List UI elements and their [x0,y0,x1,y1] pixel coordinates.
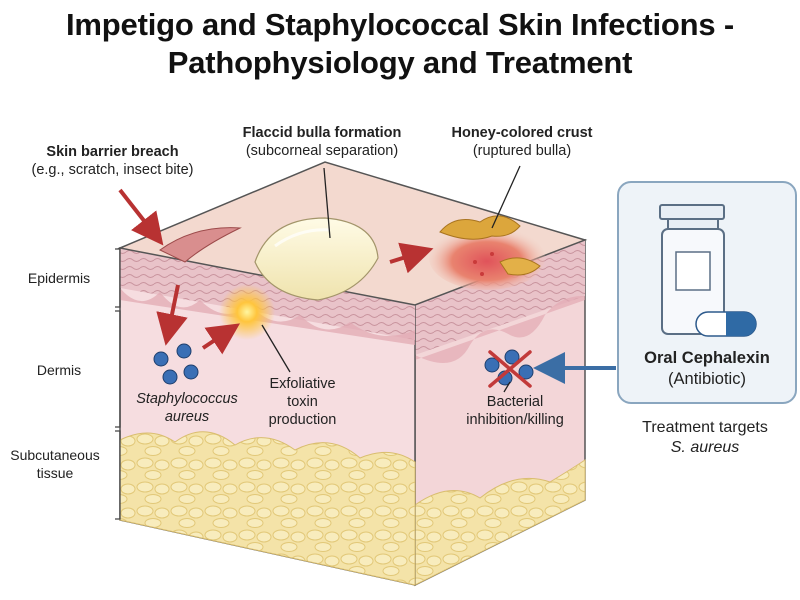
subcutaneous-line1: Subcutaneous [10,447,100,463]
title-line-2: Pathophysiology and Treatment [167,45,633,80]
toxin-line3: production [268,412,337,428]
inhibited-bacteria-cluster [484,349,534,388]
epidermis-label: Epidermis [27,270,91,286]
barrier-breach-sub: (e.g., scratch, insect bite) [31,162,194,178]
pathogenesis-arrows [118,188,434,355]
barrier-breach-head: Skin barrier breach [46,144,179,160]
dermis-label: Dermis [36,362,82,378]
treatment-drug: Oral Cephalexin (Antibiotic) [619,348,795,390]
target-line2: S. aureus [670,439,740,456]
title-line-1: Impetigo and Staphylococcal Skin Infecti… [66,7,734,42]
layer-brackets [115,248,121,520]
subcutaneous-line2: tissue [36,465,74,481]
crust-sub: (ruptured bulla) [472,143,572,159]
barrier-breach-label: Skin barrier breach (e.g., scratch, inse… [10,143,215,179]
staph-bacteria-cluster [153,343,199,385]
leader-lines [261,165,521,393]
drug-class: (Antibiotic) [668,370,746,388]
treatment-target: Treatment targets S. aureus [612,418,798,458]
flaccid-bulla [254,217,379,301]
inhibition-line2: inhibition/killing [466,412,564,428]
block-side-face [414,238,586,587]
staph-label: Staphylococcus aureus [122,390,252,426]
toxin-line1: Exfoliative [269,376,336,392]
toxin-label: Exfoliative toxin production [245,375,360,429]
bulla-label: Flaccid bulla formation (subcorneal sepa… [222,124,422,160]
staph-line1: Staphylococcus [136,391,238,407]
staph-line2: aureus [164,409,210,425]
crust-head: Honey-colored crust [451,125,593,141]
crust-label: Honey-colored crust (ruptured bulla) [432,124,612,160]
honey-crust [429,215,545,290]
target-line1: Treatment targets [642,419,768,436]
subcutaneous-label: Subcutaneous tissue [0,446,110,482]
toxin-line2: toxin [287,394,318,410]
bulla-sub: (subcorneal separation) [245,143,399,159]
inhibition-line1: Bacterial [486,394,544,410]
bulla-head: Flaccid bulla formation [242,125,402,141]
drug-name: Oral Cephalexin [644,349,770,367]
block-front-face [119,247,416,586]
inhibition-label: Bacterial inhibition/killing [440,393,590,429]
